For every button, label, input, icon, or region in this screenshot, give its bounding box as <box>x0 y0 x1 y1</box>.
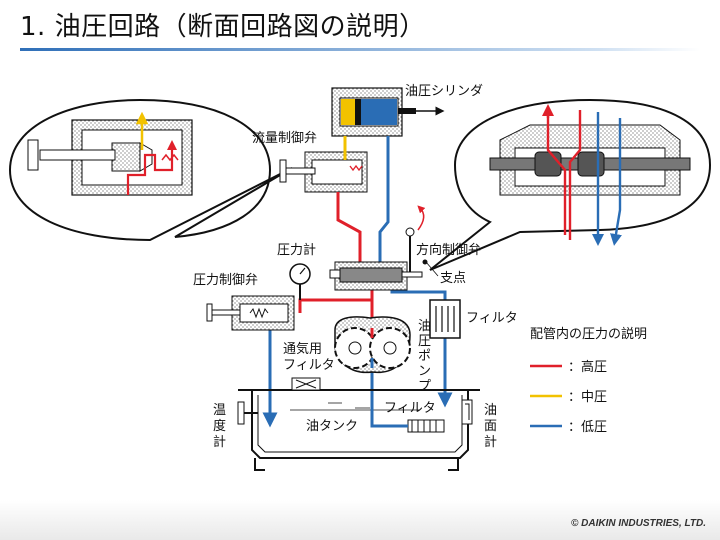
label-pivot: 支点 <box>440 271 466 286</box>
oil-tank <box>238 389 480 471</box>
legend-label-low: ：低圧 <box>568 420 607 435</box>
footer-band <box>0 500 720 540</box>
label-flow-valve: 流量制御弁 <box>252 131 317 146</box>
svg-text:面: 面 <box>484 419 497 434</box>
svg-text:油: 油 <box>484 403 497 418</box>
label-pump-vertical: 油 圧 ポ ン プ <box>418 319 431 394</box>
direction-control-valve <box>329 205 428 291</box>
return-filter <box>429 299 461 339</box>
label-air-filter-line1: 通気用 <box>283 341 322 357</box>
label-pressure-valve: 圧力制御弁 <box>193 273 258 288</box>
svg-text:ン: ン <box>418 364 431 379</box>
label-return-filter: フィルタ <box>466 311 518 326</box>
page-title: 1. 油圧回路（断面回路図の説明） <box>20 12 426 42</box>
label-suction-filter: フィルタ <box>384 401 436 416</box>
svg-text:度: 度 <box>213 418 226 434</box>
label-pressure-gauge: 圧力計 <box>277 242 316 258</box>
label-oil-tank: 油タンク <box>306 419 358 434</box>
flow-valve-detail-callout <box>8 98 293 242</box>
svg-text:油: 油 <box>418 319 431 334</box>
svg-text:計: 計 <box>484 434 497 450</box>
hydraulic-cylinder <box>331 87 445 137</box>
svg-text:ポ: ポ <box>418 349 431 364</box>
svg-text:温: 温 <box>213 403 226 418</box>
flow-control-valve <box>279 151 368 193</box>
title-underline <box>20 48 700 51</box>
gear-pump <box>334 316 411 374</box>
pressure-control-valve <box>206 295 295 331</box>
label-thermometer-vertical: 温 度 計 <box>213 403 226 450</box>
label-air-filter-line2: フィルタ <box>283 358 335 373</box>
legend-title: 配管内の圧力の説明 <box>530 326 647 342</box>
copyright-text: © DAIKIN INDUSTRIES, LTD. <box>571 518 706 529</box>
legend-label-high: ：高圧 <box>568 359 607 375</box>
thermometer <box>237 401 258 425</box>
label-direction-valve: 方向制御弁 <box>416 242 481 258</box>
air-breather-filter <box>291 377 321 391</box>
label-level-gauge-vertical: 油 面 計 <box>484 403 497 450</box>
hydraulic-circuit-diagram: 油圧シリンダ 流量制御弁 方向制御弁 支点 圧力計 圧力制御弁 フィルタ 通気用… <box>8 84 712 471</box>
pressure-legend: 配管内の圧力の説明 ：高圧 ：中圧 ：低圧 <box>530 326 647 435</box>
suction-filter <box>370 400 445 433</box>
svg-text:プ: プ <box>418 379 431 394</box>
direction-valve-detail-callout <box>429 98 712 271</box>
oil-level-gauge <box>461 399 473 425</box>
label-cylinder: 油圧シリンダ <box>405 84 483 99</box>
pressure-gauge <box>289 263 311 300</box>
legend-label-mid: ：中圧 <box>568 390 607 405</box>
svg-text:計: 計 <box>213 434 226 450</box>
svg-text:圧: 圧 <box>418 334 431 349</box>
